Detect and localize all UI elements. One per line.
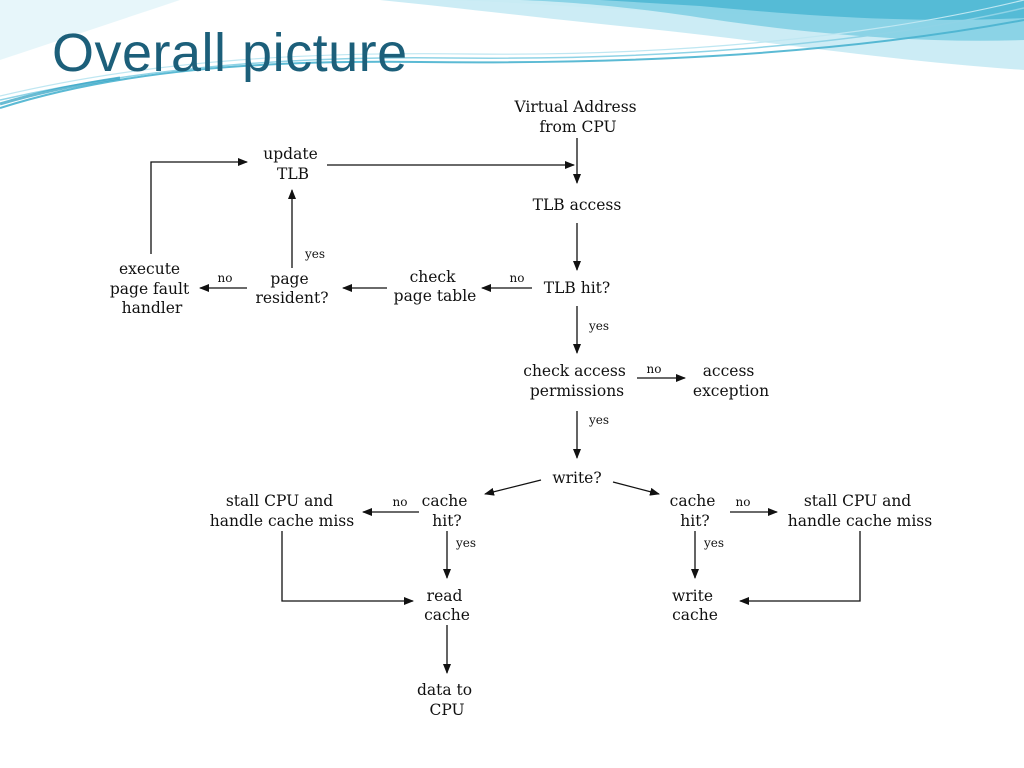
edge-write-to-cache-left xyxy=(484,479,542,496)
node-cache-hit-right: cache hit? xyxy=(670,492,721,530)
edge-write-to-cache-right xyxy=(612,481,660,496)
node-read-cache: read cache xyxy=(424,587,470,624)
slide-title: Overall picture xyxy=(52,23,408,83)
label-perm-no: no xyxy=(647,362,662,376)
label-cache-right-no: no xyxy=(736,495,751,509)
node-page-resident: page resident? xyxy=(255,270,328,307)
node-cache-hit-left: cache hit? xyxy=(422,492,473,530)
edge-labels: yes no no yes no yes no yes no yes xyxy=(218,247,751,550)
edge-stall-left-to-read xyxy=(281,531,414,605)
label-cache-left-no: no xyxy=(393,495,408,509)
node-stall-left: stall CPU and handle cache miss xyxy=(210,492,354,530)
label-resident-yes: yes xyxy=(304,247,325,261)
node-stall-right: stall CPU and handle cache miss xyxy=(788,492,932,530)
label-cache-left-yes: yes xyxy=(455,536,476,550)
edge-stall-right-to-write xyxy=(739,531,861,605)
label-tlb-no: no xyxy=(510,271,525,285)
edges xyxy=(150,138,861,674)
node-data-to-cpu: data to CPU xyxy=(417,681,477,719)
node-write-cache: write cache xyxy=(672,587,718,624)
label-cache-right-yes: yes xyxy=(703,536,724,550)
node-write-question: write? xyxy=(552,469,601,487)
label-resident-no: no xyxy=(218,271,233,285)
node-check-access: check access permissions xyxy=(523,362,630,400)
node-virtual-address: Virtual Address from CPU xyxy=(513,98,641,136)
node-tlb-hit: TLB hit? xyxy=(544,279,610,297)
diagram-panel: yes no no yes no yes no yes no yes Virtu… xyxy=(97,88,964,738)
node-access-exception: access exception xyxy=(693,362,769,400)
nodes: Virtual Address from CPU update TLB TLB … xyxy=(110,98,932,719)
label-perm-yes: yes xyxy=(588,413,609,427)
flowchart: yes no no yes no yes no yes no yes Virtu… xyxy=(110,98,932,719)
label-tlb-yes: yes xyxy=(588,319,609,333)
node-execute-handler: execute page fault handler xyxy=(110,260,194,317)
edge-handler-to-update-tlb xyxy=(150,158,248,254)
node-tlb-access: TLB access xyxy=(533,196,622,214)
node-check-page-table: check page table xyxy=(394,268,477,305)
node-update-tlb: update TLB xyxy=(263,145,322,183)
